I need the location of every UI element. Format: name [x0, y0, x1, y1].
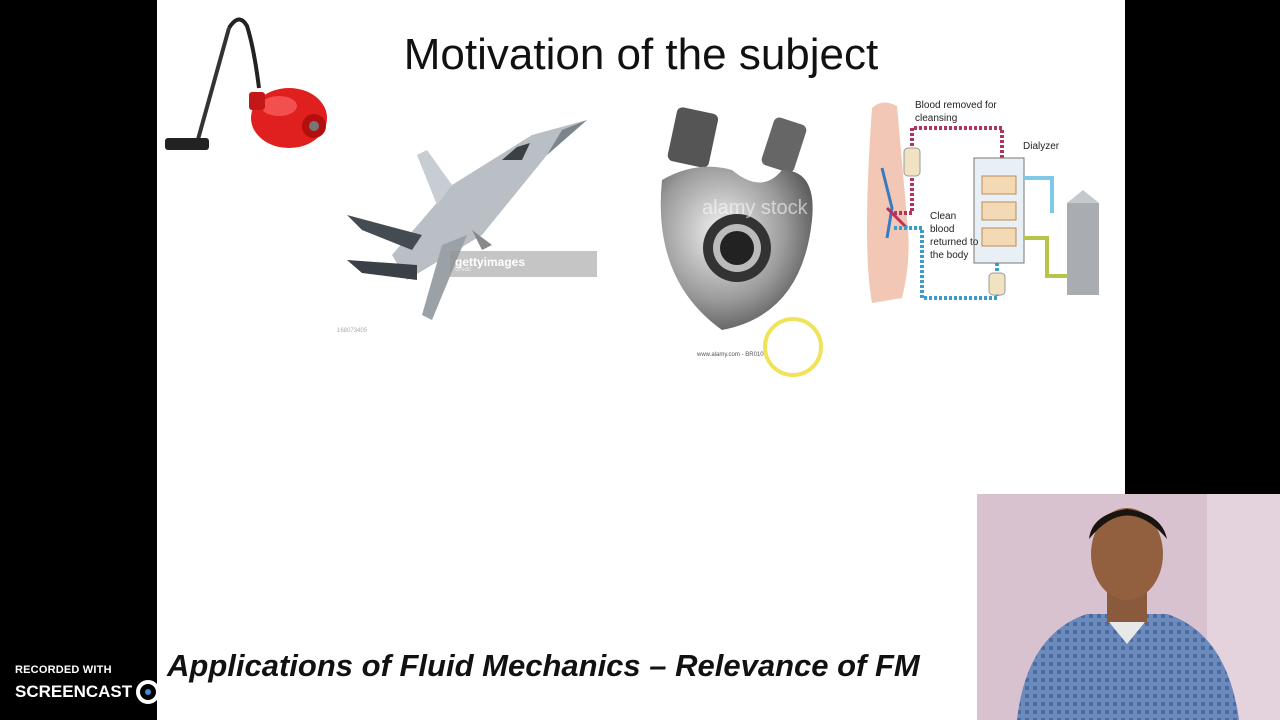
- dialysis-diagram-icon: [862, 98, 1107, 313]
- dialysis-label-dialyzer: Dialyzer: [1023, 141, 1060, 152]
- screencast-logo-icon: [136, 680, 161, 704]
- getty-code: 168073405: [337, 328, 368, 334]
- dialysis-label-removed: Blood removed for cleansing: [915, 100, 997, 124]
- getty-watermark: gettyimages Credit: [450, 251, 597, 277]
- slide: Motivation of the subject gettyimages: [157, 0, 1125, 720]
- getty-watermark-credit: Credit: [455, 267, 472, 273]
- alamy-caption: www.alamy.com - BR0106: [697, 352, 767, 358]
- presenter-icon: [977, 494, 1280, 720]
- artificial-heart-icon: [642, 100, 822, 340]
- alamy-watermark: alamy stock photo: [702, 197, 864, 219]
- watermark-brand-right: MATIC: [164, 682, 217, 701]
- getty-watermark-text: gettyimages: [455, 255, 526, 269]
- recorded-with-text: RECORDED WITH: [15, 664, 112, 676]
- vacuum-cleaner-icon: [159, 8, 329, 158]
- slide-subtitle: Applications of Fluid Mechanics – Releva…: [167, 648, 920, 683]
- recorder-watermark: RECORDED WITH SCREENCAST MATIC: [15, 664, 217, 704]
- webcam-overlay: [977, 494, 1280, 720]
- cursor-highlight: [763, 317, 823, 377]
- slide-title: Motivation of the subject: [403, 30, 879, 79]
- watermark-brand-left: SCREENCAST: [15, 682, 133, 701]
- dialysis-label-clean: Clean blood returned to the body: [930, 211, 979, 261]
- fighter-jet-icon: [332, 115, 602, 340]
